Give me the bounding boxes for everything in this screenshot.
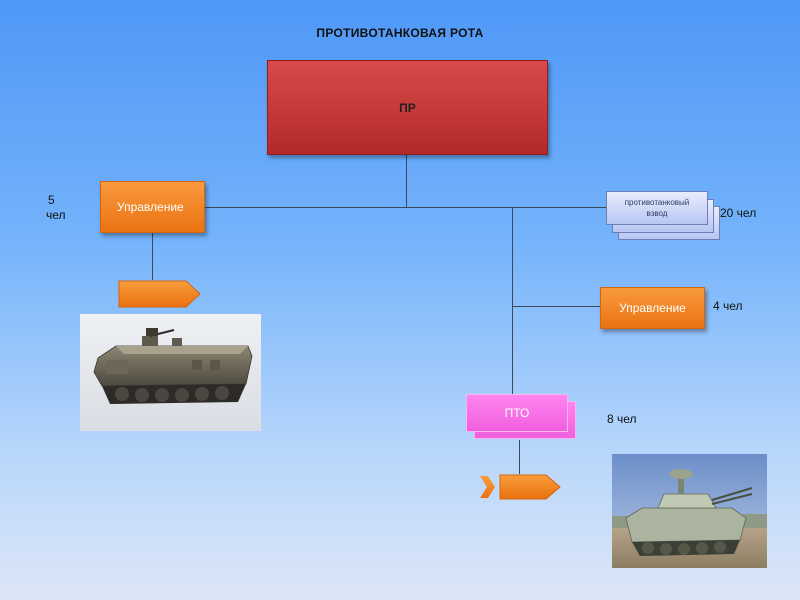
node-management-right: Управление bbox=[600, 287, 705, 329]
connector-pr-down bbox=[406, 153, 407, 207]
orange-chevron-arrow-icon bbox=[480, 474, 561, 500]
connector-to-management-right bbox=[512, 306, 600, 307]
node-pto: ПТО bbox=[466, 394, 568, 432]
orange-pentagon-arrow-icon bbox=[118, 280, 201, 308]
left-count-unit: чел bbox=[46, 208, 66, 222]
pto-count: 8 чел bbox=[607, 412, 637, 426]
connector-mgmt-down bbox=[152, 233, 153, 280]
node-management-left: Управление bbox=[100, 181, 205, 233]
node-pr: ПР bbox=[267, 60, 548, 155]
node-pr-label: ПР bbox=[399, 100, 416, 115]
connector-vertical-pto bbox=[512, 207, 513, 397]
node-management-left-label: Управление bbox=[117, 200, 184, 214]
left-count-number: 5 bbox=[48, 193, 55, 207]
management-count: 4 чел bbox=[713, 299, 743, 313]
node-platoon: противотанковый взвод bbox=[606, 191, 708, 225]
node-pto-label: ПТО bbox=[504, 406, 530, 420]
connector-pto-down bbox=[519, 440, 520, 474]
armored-personnel-carrier-photo bbox=[80, 314, 261, 431]
node-management-right-label: Управление bbox=[619, 301, 686, 315]
diagram-title: ПРОТИВОТАНКОВАЯ РОТА bbox=[316, 26, 484, 40]
platoon-count: 20 чел bbox=[720, 206, 757, 220]
node-platoon-label: противотанковый взвод bbox=[624, 198, 690, 218]
anti-aircraft-vehicle-photo bbox=[612, 454, 767, 568]
connector-horizontal-main bbox=[205, 207, 610, 208]
